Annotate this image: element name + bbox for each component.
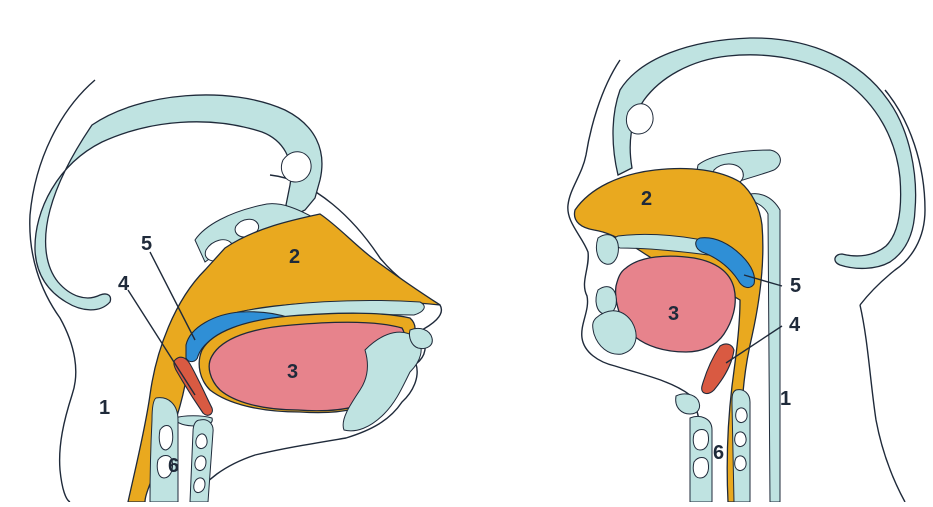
left-label-5: 5 xyxy=(141,233,152,255)
left-vertebra-a xyxy=(196,434,207,449)
left-label-3: 3 xyxy=(287,361,298,383)
right-label-4: 4 xyxy=(789,314,801,336)
right-vertebra-b xyxy=(735,432,746,447)
left-label-4: 4 xyxy=(118,273,130,295)
right-vertebra-a xyxy=(736,408,747,423)
left-label-1: 1 xyxy=(99,397,110,419)
left-vertebra-b xyxy=(195,456,206,471)
right-tracheal-ring-b xyxy=(693,458,708,479)
right-label-5: 5 xyxy=(790,275,801,297)
right-label-3: 3 xyxy=(668,303,679,325)
right-lower-teeth xyxy=(596,287,616,315)
left-frontal-sinus xyxy=(281,152,311,182)
right-upper-teeth xyxy=(596,235,618,265)
right-tracheal-ring-a xyxy=(693,430,708,451)
right-frontal-sinus xyxy=(626,104,653,134)
right-label-2: 2 xyxy=(641,188,652,210)
left-tracheal-ring-a xyxy=(159,426,173,451)
right-vertebra-c xyxy=(735,456,746,471)
right-label-1: 1 xyxy=(780,388,791,410)
left-label-6: 6 xyxy=(168,455,179,477)
left-vertebra-c xyxy=(194,478,205,493)
right-label-6: 6 xyxy=(713,442,724,464)
left-label-2: 2 xyxy=(289,246,300,268)
